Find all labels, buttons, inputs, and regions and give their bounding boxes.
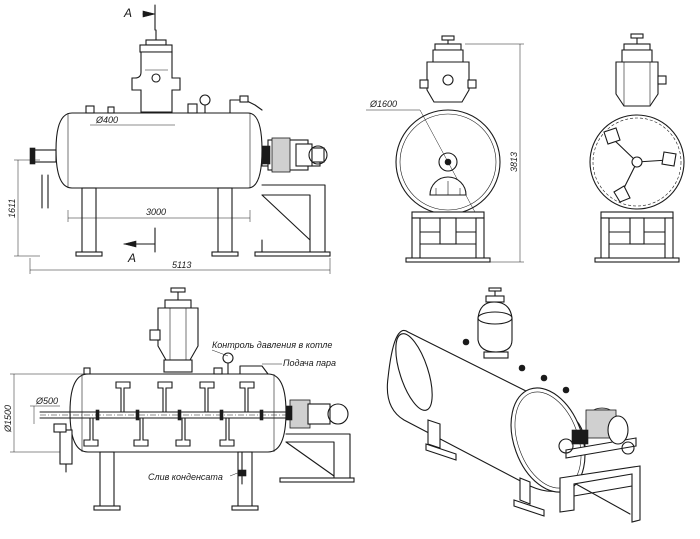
dim-1611: 1611: [7, 199, 17, 218]
dim-5113: 5113: [172, 260, 191, 270]
side-view: Ø1600 3813: [366, 35, 524, 263]
lower-paddles: [83, 417, 235, 447]
dim-3000: 3000: [146, 207, 166, 217]
section-marker-top: A: [123, 6, 132, 20]
callout-pressure-control: Контроль давления в котле: [212, 340, 332, 350]
callout-steam-supply: Подача пара: [283, 358, 336, 368]
dim-d1500: Ø1500: [3, 405, 13, 433]
section-marker-bottom: A: [127, 251, 136, 265]
front-elevation-view: A: [7, 4, 331, 274]
dim-d400: Ø400: [95, 115, 118, 125]
upper-paddles: [115, 381, 255, 413]
dim-d1600: Ø1600: [369, 99, 397, 109]
section-view: [589, 33, 685, 263]
cutaway-view: Ø1500 Ø500 Контроль давления в котле Под…: [3, 287, 355, 511]
isometric-view: [386, 287, 641, 523]
callout-condensate-drain: Слив конденсата: [148, 472, 223, 482]
dim-3813: 3813: [509, 152, 519, 172]
shaft-markers: [95, 409, 264, 421]
dim-d500: Ø500: [35, 396, 58, 406]
